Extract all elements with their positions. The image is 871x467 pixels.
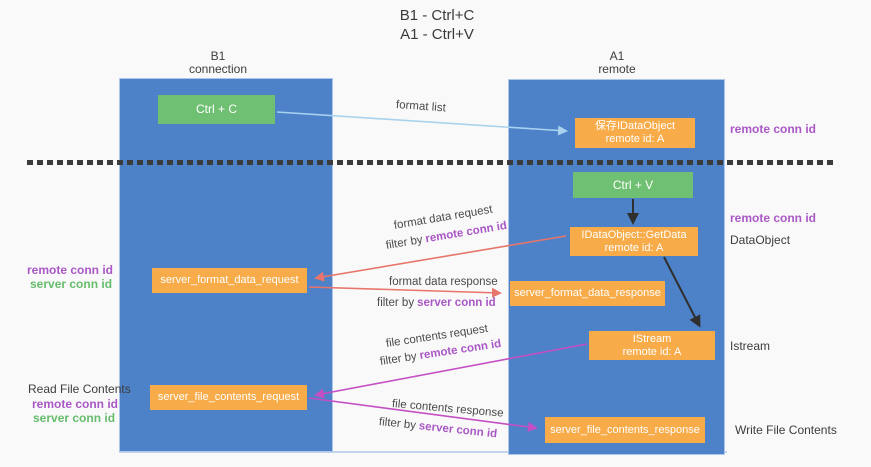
- right-label-remote-conn-id-1: remote conn id: [730, 122, 817, 136]
- node-format-response-label: server_format_data_response: [514, 287, 661, 299]
- bottom-edge-line: [119, 451, 727, 453]
- node-file-response-label: server_file_contents_response: [550, 423, 700, 436]
- diagram-title: B1 - Ctrl+C A1 - Ctrl+V: [317, 6, 557, 44]
- node-getdata-line1: IDataObject::GetData: [581, 228, 687, 241]
- node-server-file-contents-request: server_file_contents_request: [150, 385, 307, 410]
- right-label-write-file-contents: Write File Contents: [735, 423, 837, 437]
- dashed-divider: [27, 160, 833, 165]
- lane-b1-name: B1: [210, 49, 226, 63]
- lane-header-a1: A1 remote: [547, 50, 687, 76]
- node-server-file-contents-response: server_file_contents_response: [545, 417, 705, 443]
- lane-a1-subtitle: remote: [598, 62, 636, 76]
- left-label-remote-conn-id-1: remote conn id: [27, 263, 114, 277]
- node-ctrl-v: Ctrl + V: [573, 172, 693, 198]
- lane-b1-subtitle: connection: [188, 62, 248, 76]
- node-file-request-label: server_file_contents_request: [157, 391, 300, 403]
- left-label-server-conn-id-2: server conn id: [33, 411, 116, 425]
- filter-key-server-conn-id: server conn id: [418, 420, 498, 441]
- lane-header-b1: B1 connection: [148, 50, 288, 76]
- edge-label-format-list: format list: [395, 99, 447, 115]
- node-save-dataobject-line1: 保存IDataObject: [594, 120, 676, 132]
- left-label-server-conn-id-1: server conn id: [30, 277, 113, 291]
- node-save-dataobject-line2: remote id: A: [605, 133, 665, 145]
- node-ctrl-v-label: Ctrl + V: [612, 177, 654, 192]
- node-ctrl-c: Ctrl + C: [158, 95, 275, 124]
- node-istream-line1: IStream: [632, 332, 672, 345]
- right-label-dataobject: DataObject: [730, 233, 791, 247]
- left-label-read-file-contents: Read File Contents: [28, 382, 131, 396]
- node-istream: IStream remote id: A: [589, 331, 715, 360]
- filter-by-text: filter by: [385, 233, 424, 252]
- right-label-istream: Istream: [730, 339, 771, 353]
- node-getdata-line2: remote id: A: [604, 241, 664, 254]
- title-line-2: A1 - Ctrl+V: [400, 26, 474, 43]
- edge-label-file-contents-response: file contents response: [391, 398, 504, 420]
- right-label-remote-conn-id-2: remote conn id: [730, 211, 817, 225]
- node-ctrl-c-label: Ctrl + C: [195, 102, 237, 116]
- left-label-remote-conn-id-2: remote conn id: [32, 397, 119, 411]
- node-istream-line2: remote id: A: [622, 345, 682, 358]
- edge-label-format-data-response: format data response: [389, 276, 498, 288]
- filter-key-server-conn-id: server conn id: [417, 297, 496, 309]
- title-line-1: B1 - Ctrl+C: [399, 7, 475, 24]
- filter-by-text: filter by: [377, 297, 415, 309]
- lane-a1-name: A1: [609, 49, 625, 63]
- node-format-request-label: server_format_data_request: [160, 274, 299, 286]
- node-server-format-data-request: server_format_data_request: [152, 268, 307, 293]
- node-server-format-data-response: server_format_data_response: [510, 281, 665, 306]
- filter-by-text: filter by: [379, 350, 418, 368]
- node-save-dataobject: 保存IDataObject remote id: A: [575, 118, 695, 148]
- node-idataobject-getdata: IDataObject::GetData remote id: A: [570, 227, 698, 256]
- filter-by-text: filter by: [378, 416, 417, 432]
